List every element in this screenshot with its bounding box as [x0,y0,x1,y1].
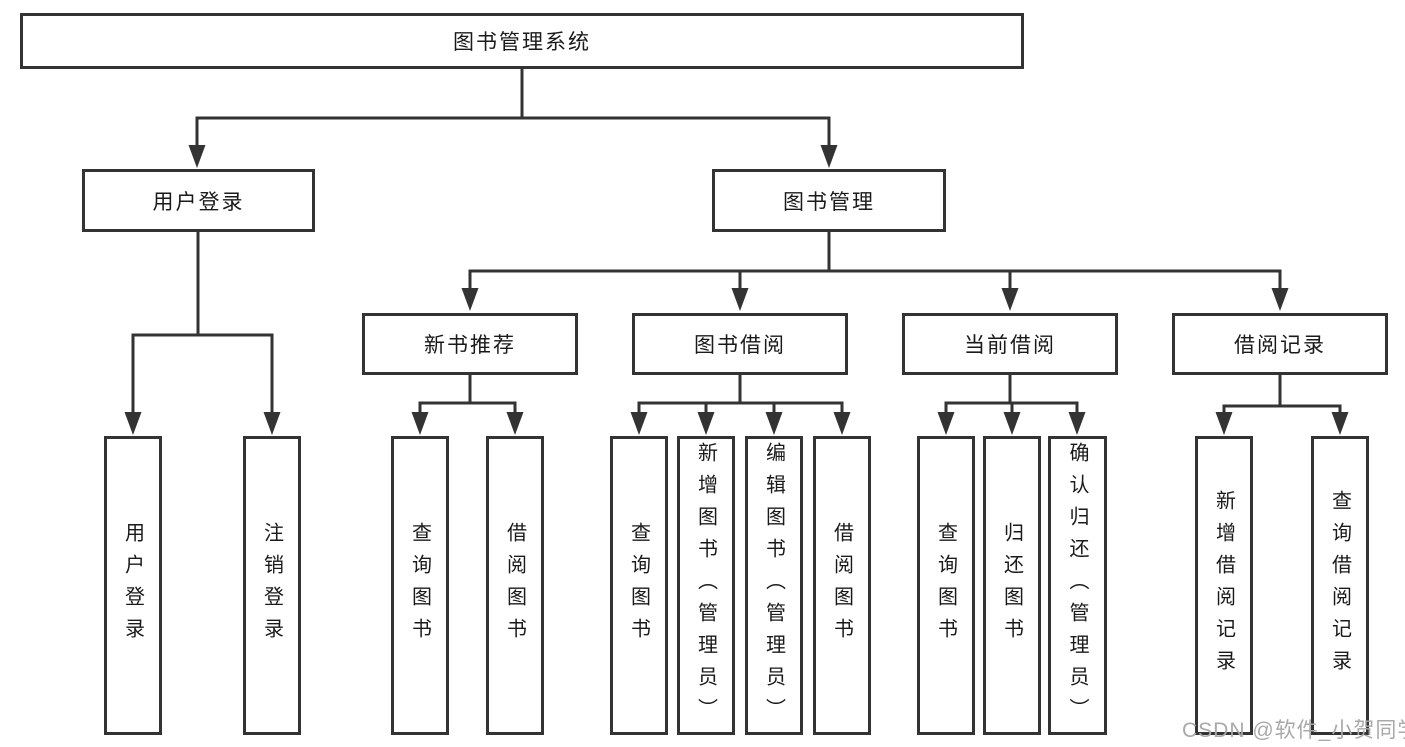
node-current-borrowing-label: 当前借阅 [964,334,1056,357]
node-book-borrowing: 图书借阅 [632,313,848,375]
leaf-bb-edit-books-admin: 编辑图书（管理员） [745,436,803,735]
leaf-logout-login-label: 注销登录 [260,521,283,650]
leaf-bb-borrow-books-label: 借阅图书 [830,521,853,650]
leaf-bb-edit-books-admin-label: 编辑图书（管理员） [762,441,785,730]
leaf-bb-add-books-admin: 新增图书（管理员） [677,436,735,735]
leaf-nb-borrow-books-label: 借阅图书 [503,521,526,650]
leaf-br-add-record: 新增借阅记录 [1195,436,1253,735]
leaf-nb-query-books: 查询图书 [391,436,449,735]
root-node: 图书管理系统 [20,13,1024,69]
leaf-nb-borrow-books: 借阅图书 [486,436,544,735]
leaf-user-login: 用户登录 [104,436,162,735]
node-user-login-label: 用户登录 [152,190,245,214]
leaf-logout-login: 注销登录 [243,436,301,735]
leaf-bb-borrow-books: 借阅图书 [813,436,871,735]
node-book-management: 图书管理 [712,169,946,232]
root-node-label: 图书管理系统 [453,31,591,54]
leaf-cb-return-books-label: 归还图书 [1000,521,1023,650]
arrowheads [124,145,1349,435]
leaf-br-add-record-label: 新增借阅记录 [1212,489,1235,682]
node-borrowing-records: 借阅记录 [1172,313,1388,375]
node-current-borrowing: 当前借阅 [902,313,1118,375]
node-book-borrowing-label: 图书借阅 [694,334,786,357]
node-user-login: 用户登录 [82,169,315,232]
leaf-nb-query-books-label: 查询图书 [408,521,431,650]
leaf-cb-return-books: 归还图书 [983,436,1041,735]
leaf-br-query-record-label: 查询借阅记录 [1328,489,1351,682]
node-book-management-label: 图书管理 [783,190,875,214]
connector-segments [131,67,1342,417]
csdn-watermark: CSDN @软件_小贺同学 [1182,719,1405,742]
leaf-cb-confirm-return-admin-label: 确认归还（管理员） [1066,441,1088,730]
node-new-book-recommend: 新书推荐 [362,313,578,375]
leaf-bb-query-books: 查询图书 [610,436,668,735]
leaf-cb-query-books-label: 查询图书 [934,521,957,650]
leaf-cb-query-books: 查询图书 [917,436,975,735]
node-new-book-recommend-label: 新书推荐 [424,334,516,357]
leaf-bb-add-books-admin-label: 新增图书（管理员） [694,441,717,730]
leaf-bb-query-books-label: 查询图书 [627,521,650,650]
node-borrowing-records-label: 借阅记录 [1234,334,1326,357]
leaf-br-query-record: 查询借阅记录 [1311,436,1369,735]
leaf-cb-confirm-return-admin: 确认归还（管理员） [1048,436,1107,735]
leaf-user-login-label: 用户登录 [121,521,144,650]
